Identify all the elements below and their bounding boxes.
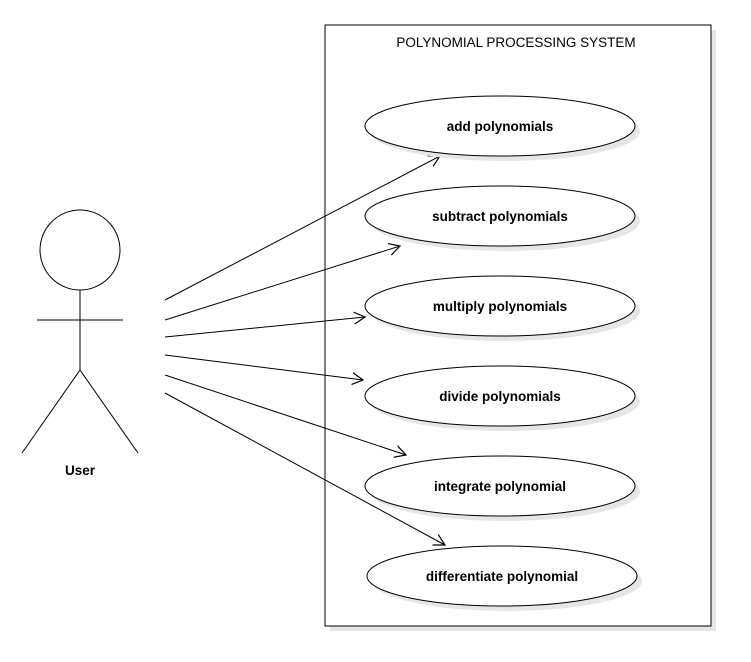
use-case-ellipse	[366, 545, 638, 607]
actor-label: User	[65, 463, 96, 478]
actor-right-leg	[79, 369, 139, 454]
use-case-label: multiply polynomials	[433, 299, 567, 314]
use-case-label: subtract polynomials	[432, 209, 568, 224]
association-add	[164, 156, 440, 301]
use-case-subtract-polynomials: subtract polynomials	[364, 185, 640, 251]
actor-user: User	[21, 209, 139, 478]
system-title: POLYNOMIAL PROCESSING SYSTEM	[396, 35, 635, 50]
actor-head	[39, 209, 121, 291]
use-case-ellipse	[364, 275, 636, 337]
associations	[164, 156, 445, 545]
use-case-ellipse	[364, 95, 636, 157]
use-case-integrate-polynomial: integrate polynomial	[364, 455, 640, 521]
use-case-multiply-polynomials: multiply polynomials	[364, 275, 640, 341]
use-case-differentiate-polynomial: differentiate polynomial	[366, 545, 642, 611]
association-divide	[164, 354, 363, 380]
use-case-label: add polynomials	[447, 119, 554, 134]
use-case-ellipse	[364, 185, 636, 247]
association-differentiate	[164, 392, 445, 545]
use-case-label: divide polynomials	[439, 389, 561, 404]
use-case-label: integrate polynomial	[434, 479, 566, 494]
association-integrate	[164, 374, 406, 455]
actor-left-leg	[21, 369, 81, 454]
use-case-ellipse	[364, 365, 636, 427]
use-case-add-polynomials: add polynomials	[364, 95, 640, 161]
use-case-ellipse	[364, 455, 636, 517]
use-case-label: differentiate polynomial	[426, 569, 578, 584]
association-multiply	[164, 317, 365, 338]
association-subtract	[164, 246, 400, 321]
use-case-divide-polynomials: divide polynomials	[364, 365, 640, 431]
